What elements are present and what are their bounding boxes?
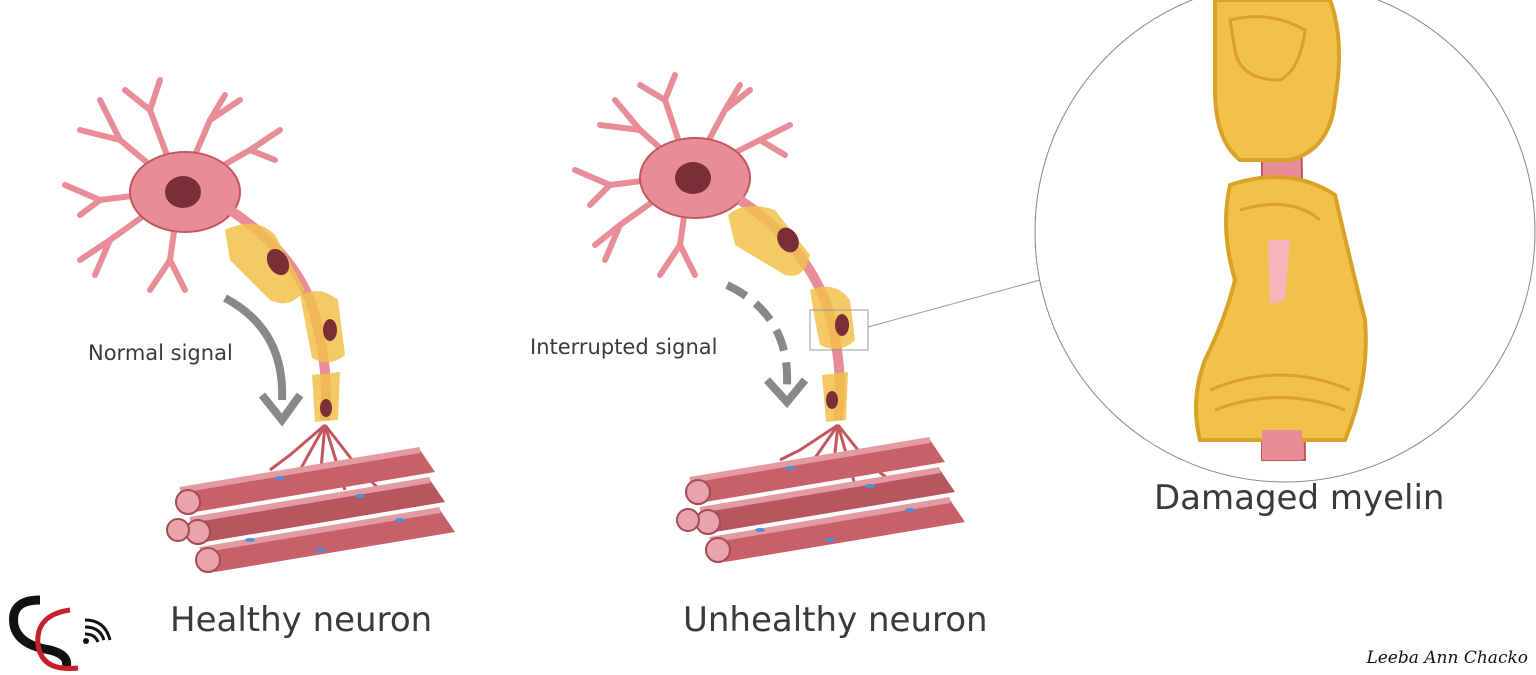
author-credit: Leeba Ann Chacko: [1366, 648, 1528, 668]
damaged-myelin-zoom: [1034, 0, 1536, 483]
damaged-myelin-title: Damaged myelin: [1154, 478, 1445, 518]
healthy-neuron-title: Healthy neuron: [170, 600, 433, 640]
sc-logo-icon: [9, 595, 112, 672]
unhealthy-neuron-illustration: [572, 72, 1041, 562]
healthy-neuron-illustration: [62, 77, 455, 572]
interrupted-signal-label: Interrupted signal: [530, 335, 718, 359]
unhealthy-neuron-title: Unhealthy neuron: [683, 600, 988, 640]
normal-signal-label: Normal signal: [88, 341, 233, 365]
